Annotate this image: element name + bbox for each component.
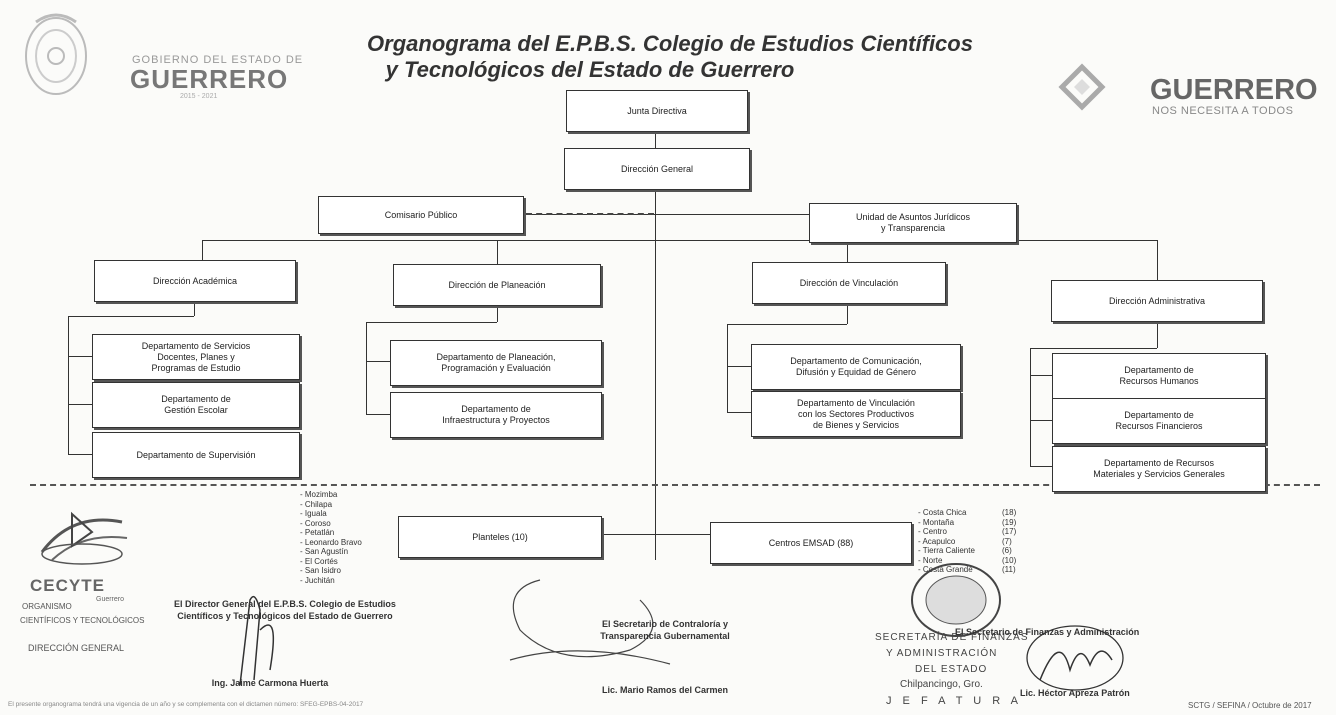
connector-line — [600, 534, 710, 535]
box-direccion-planeacion: Dirección de Planeación — [393, 264, 601, 306]
connector-line — [1030, 375, 1052, 376]
box-planteles: Planteles (10) — [398, 516, 602, 558]
box-dep-gestion-escolar: Departamento de Gestión Escolar — [92, 382, 300, 428]
connector-line — [655, 520, 656, 534]
cecyte-line3: DIRECCIÓN GENERAL — [28, 643, 125, 653]
box-dep-supervision: Departamento de Supervisión — [92, 432, 300, 478]
connector-line — [68, 454, 92, 455]
stamp-line3: DEL ESTADO — [915, 664, 988, 675]
connector-line — [68, 316, 69, 454]
connector-line — [68, 316, 194, 317]
connector-dashed — [526, 213, 654, 215]
box-direccion-general: Dirección General — [564, 148, 750, 190]
box-direccion-vinculacion: Dirección de Vinculación — [752, 262, 946, 304]
gov-guerrero-text: GUERRERO — [130, 64, 289, 94]
connector-line — [655, 113, 656, 560]
box-direccion-administrativa: Dirección Administrativa — [1051, 280, 1263, 322]
guerrero-brand-text: GUERRERO — [1150, 74, 1318, 106]
connector-line — [68, 356, 92, 357]
connector-line — [497, 304, 498, 322]
connector-line — [366, 322, 367, 414]
connector-line — [727, 324, 728, 412]
signature-right-scribble — [1020, 620, 1130, 700]
stamp-line2: Y ADMINISTRACIÓN — [886, 648, 998, 659]
signature-center-role: El Secretario de Contraloría y Transpare… — [600, 619, 730, 641]
box-dep-infraestructura: Departamento de Infraestructura y Proyec… — [390, 392, 602, 438]
box-dep-recursos-financieros: Departamento de Recursos Financieros — [1052, 398, 1266, 444]
box-dep-recursos-humanos: Departamento de Recursos Humanos — [1052, 353, 1266, 399]
state-seal-logo — [20, 8, 92, 100]
cecyte-emblem-icon — [32, 502, 132, 574]
page-title-line2: y Tecnológicos del Estado de Guerrero — [385, 57, 795, 82]
connector-line — [1030, 348, 1031, 466]
connector-line — [1030, 348, 1157, 349]
cecyte-line2: CIENTÍFICOS Y TECNOLÓGICOS — [20, 616, 145, 625]
connector-line — [1157, 240, 1158, 280]
signature-left-name: Ing. Jaime Carmona Huerta — [211, 678, 329, 688]
signature-center-name: Lic. Mario Ramos del Carmen — [601, 685, 729, 695]
connector-line — [202, 240, 1157, 241]
cecyte-line1: ORGANISMO — [22, 602, 72, 611]
signature-right-role: El Secretario de Finanzas y Administraci… — [955, 627, 1140, 637]
connector-line — [727, 324, 847, 325]
box-dep-planeacion: Departamento de Planeación, Programación… — [390, 340, 602, 386]
separator-dashed-line — [30, 484, 1320, 486]
signature-center-scribble — [480, 560, 680, 680]
guerrero-brand-slogan: NOS NECESITA A TODOS — [1152, 105, 1294, 117]
connector-line — [1157, 320, 1158, 348]
connector-line — [1030, 420, 1052, 421]
box-dep-servicios-docentes: Departamento de Servicios Docentes, Plan… — [92, 334, 300, 380]
connector-line — [847, 302, 848, 324]
cecyte-logo-text: CECYTE — [30, 576, 105, 595]
box-dep-recursos-materiales: Departamento de Recursos Materiales y Se… — [1052, 446, 1266, 492]
official-stamp — [906, 560, 1006, 640]
gov-small-text: GOBIERNO DEL ESTADO DE — [132, 54, 304, 66]
connector-line — [366, 361, 390, 362]
box-comisario-publico: Comisario Público — [318, 196, 524, 234]
connector-line — [194, 300, 195, 316]
stamp-line5: J E F A T U R A — [886, 695, 1023, 707]
stamp-line1: SECRETARÍA DE FINANZAS — [875, 632, 1029, 643]
connector-line — [847, 240, 848, 262]
cecyte-sub-text: Guerrero — [96, 596, 125, 603]
box-dep-vinculacion-sectores: Departamento de Vinculación con los Sect… — [751, 391, 961, 437]
guerrero-brand-icon — [1052, 62, 1112, 112]
connector-line — [366, 414, 390, 415]
signature-left-scribble — [210, 590, 310, 690]
footer-right: SCTG / SEFINA / Octubre de 2017 — [1188, 701, 1312, 710]
box-dep-comunicacion: Departamento de Comunicación, Difusión y… — [751, 344, 961, 390]
planteles-list: - Mozimba - Chilapa - Iguala - Coroso - … — [300, 490, 362, 585]
gov-sub-text: 2015 - 2021 — [180, 93, 218, 100]
signature-left-role: El Director General del E.P.B.S. Colegio… — [174, 599, 396, 621]
connector-line — [68, 404, 92, 405]
page-title-line1: Organograma del E.P.B.S. Colegio de Estu… — [367, 31, 973, 56]
connector-line — [1030, 466, 1052, 467]
box-centros-emsad: Centros EMSAD (88) — [710, 522, 912, 564]
connector-line — [727, 412, 751, 413]
connector-line — [497, 240, 498, 264]
signature-right-name: Lic. Héctor Apreza Patrón — [1020, 688, 1130, 698]
box-junta-directiva: Junta Directiva — [566, 90, 748, 132]
stamp-line4: Chilpancingo, Gro. — [900, 679, 983, 690]
box-direccion-academica: Dirección Académica — [94, 260, 296, 302]
connector-line — [727, 366, 751, 367]
box-unidad-juridicos: Unidad de Asuntos Jurídicos y Transparen… — [809, 203, 1017, 243]
connector-line — [366, 322, 497, 323]
connector-line — [202, 240, 203, 260]
footer-note: El presente organograma tendrá una vigen… — [8, 701, 364, 708]
emsad-list-counts: (18) (19) (17) (7) (6) (10) (11) — [1002, 508, 1017, 574]
